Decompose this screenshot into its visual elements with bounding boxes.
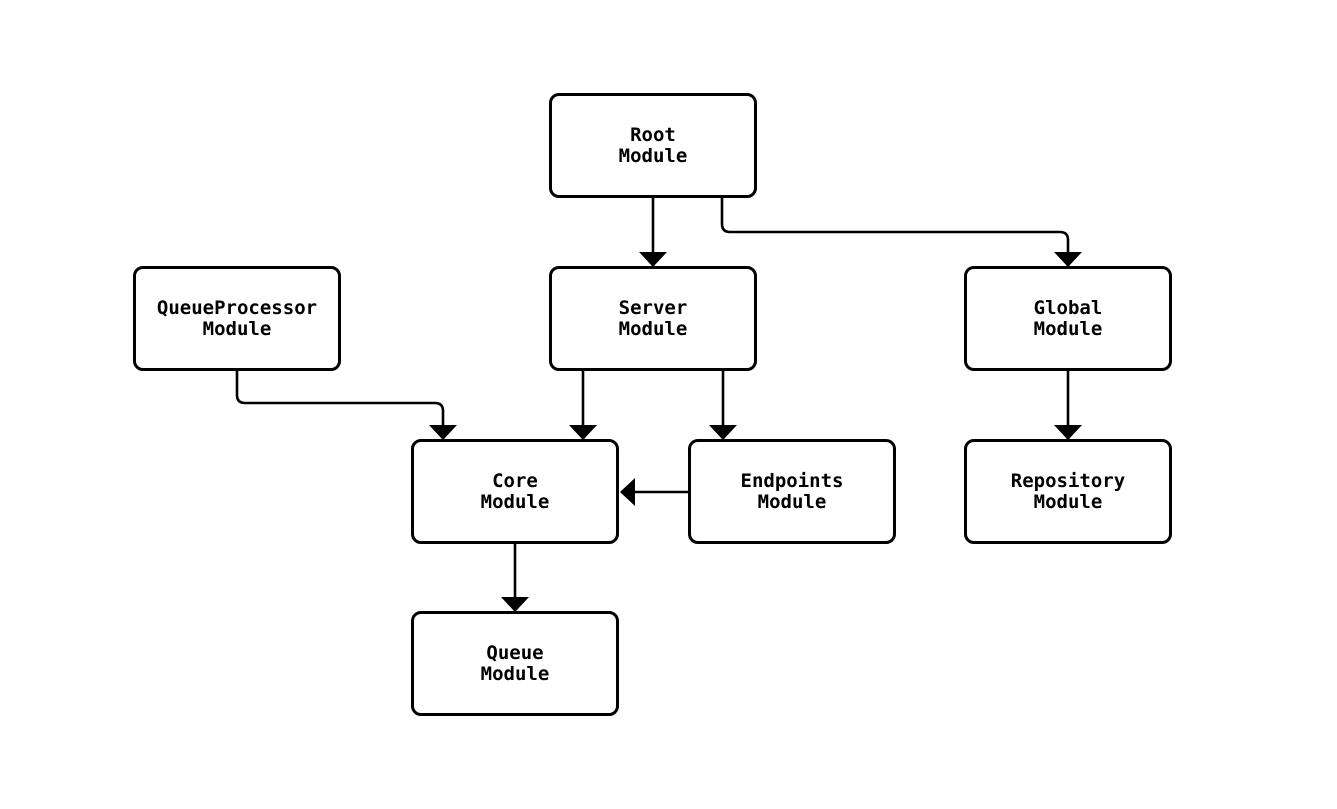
- node-label-line: QueueProcessor: [156, 296, 318, 319]
- node-label-line: Module: [1033, 317, 1103, 340]
- node-label-line: Module: [480, 490, 550, 513]
- node-label-line: Queue: [486, 641, 544, 664]
- node-label-line: Endpoints: [740, 469, 844, 492]
- node-label-line: Module: [1033, 490, 1103, 513]
- node-label-line: Module: [757, 490, 827, 513]
- node-label-line: Repository: [1010, 469, 1126, 492]
- node-label-line: Core: [492, 469, 538, 492]
- node-label-line: Global: [1033, 296, 1103, 319]
- node-label-line: Module: [202, 317, 272, 340]
- node-label-line: Module: [480, 662, 550, 685]
- node-label-line: Root: [630, 123, 676, 146]
- node-label-line: Module: [618, 317, 688, 340]
- node-label-line: Module: [618, 144, 688, 167]
- node-label-line: Server: [618, 296, 688, 319]
